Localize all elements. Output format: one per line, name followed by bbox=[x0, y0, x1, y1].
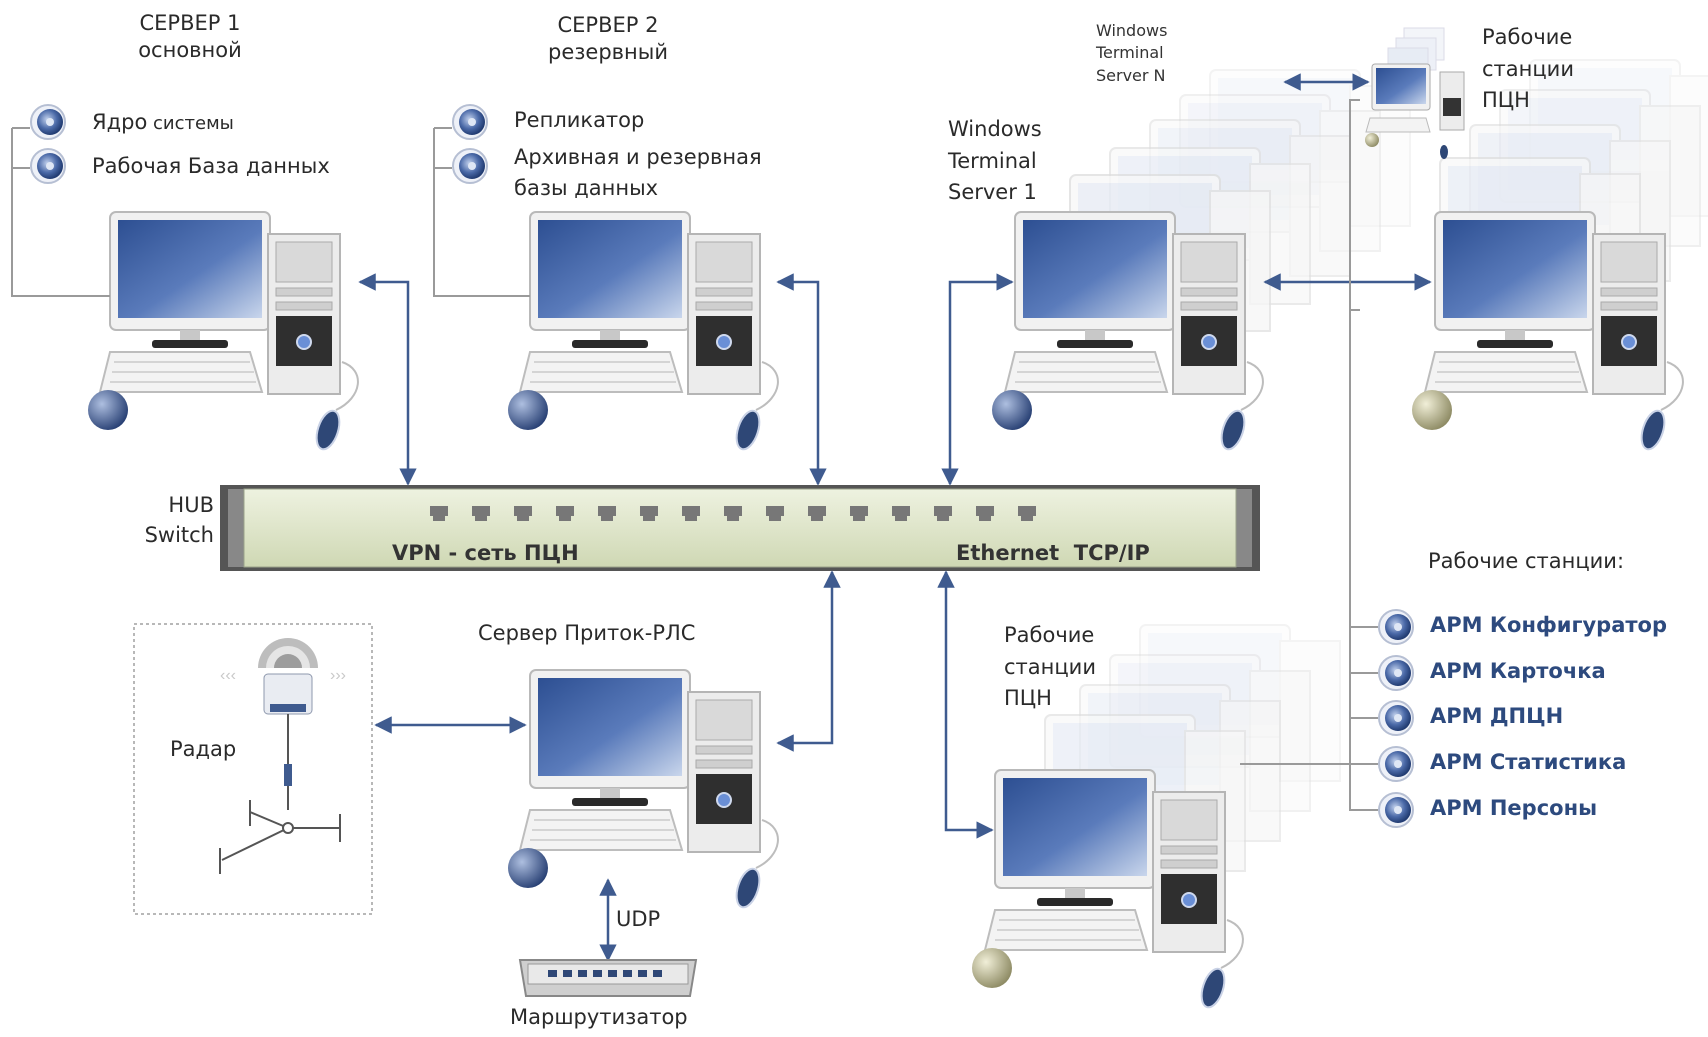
hub-vpn-label: VPN - сеть ПЦН bbox=[392, 541, 579, 565]
radar-label: Радар bbox=[170, 737, 237, 761]
router-icon bbox=[518, 959, 698, 997]
ws-top-label: Рабочие станции ПЦН bbox=[1482, 25, 1574, 112]
ws-bottom-label: Рабочие станции ПЦН bbox=[1004, 623, 1096, 710]
svg-text:‹‹‹: ‹‹‹ bbox=[220, 667, 236, 684]
pritok-server-title: Сервер Приток-РЛС bbox=[478, 621, 696, 645]
workstation-item-statistics: АРМ Статистика bbox=[1430, 750, 1627, 774]
server2-component-archive: Архивная и резервная bbox=[514, 145, 762, 169]
hub-ports bbox=[430, 506, 1036, 521]
server2-computer bbox=[519, 211, 779, 454]
server2-component-replicator: Репликатор bbox=[514, 108, 645, 132]
ws-top-computer bbox=[1424, 211, 1684, 454]
workstations-heading: Рабочие станции: bbox=[1428, 549, 1625, 573]
ws-bottom-computer bbox=[984, 769, 1244, 1012]
terminal-server-1-computer bbox=[1004, 211, 1264, 454]
terminal-server-1-label: Windows Terminal Server 1 bbox=[948, 117, 1042, 204]
hub-label: HUB Switch bbox=[144, 493, 214, 548]
server1-computer bbox=[99, 211, 359, 454]
terminal-server-n-label: Windows Terminal Server N bbox=[1096, 21, 1168, 85]
server2-component-archive-2: базы данных bbox=[514, 176, 659, 200]
router-protocol-label: UDP bbox=[616, 907, 661, 931]
pritok-computer bbox=[519, 669, 779, 912]
connection-arrows bbox=[358, 73, 1432, 962]
workstation-item-dpcn: АРМ ДПЦН bbox=[1430, 704, 1564, 728]
component-brackets bbox=[11, 127, 530, 297]
server1-title: СЕРВЕР 1 основной bbox=[138, 11, 242, 63]
server1-component-core: Ядро системы bbox=[92, 110, 234, 134]
ws-mini-computer bbox=[1365, 63, 1465, 159]
radar-box: ‹‹‹ ››› bbox=[133, 623, 373, 915]
server1-component-db: Рабочая База данных bbox=[92, 154, 330, 178]
router-label: Маршрутизатор bbox=[510, 1005, 688, 1029]
workstation-item-configurator: АРМ Конфигуратор bbox=[1430, 613, 1667, 637]
workstation-item-persons: АРМ Персоны bbox=[1430, 796, 1598, 820]
svg-text:›››: ››› bbox=[330, 667, 346, 684]
hub-switch bbox=[220, 485, 1260, 571]
radar-antenna-icon: ‹‹‹ ››› bbox=[219, 638, 346, 874]
workstations-bracket bbox=[1240, 99, 1378, 811]
hub-ethernet-label: Ethernet TCP/IP bbox=[956, 541, 1150, 565]
server2-title: СЕРВЕР 2 резервный bbox=[547, 13, 668, 65]
workstation-item-card: АРМ Карточка bbox=[1430, 659, 1606, 683]
